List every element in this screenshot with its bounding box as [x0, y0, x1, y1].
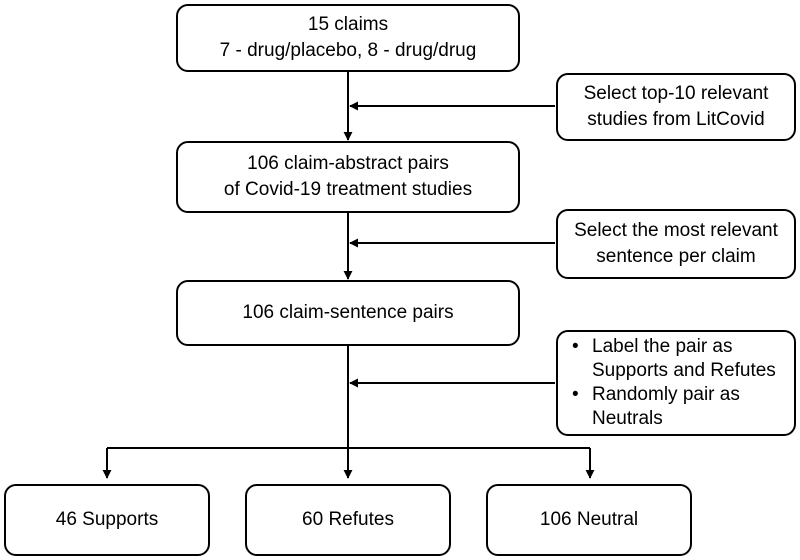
select-sentence-line2: sentence per claim — [596, 246, 756, 267]
supports-node: 46 Supports — [4, 484, 210, 556]
sentence-pairs-count: 106 claim-sentence pairs — [242, 302, 454, 323]
select-sentence-note: Select the most relevant sentence per cl… — [556, 209, 796, 279]
claims-count: 15 claims — [307, 14, 389, 35]
claim-sentence-pairs-node: 106 claim-sentence pairs — [176, 280, 520, 346]
select-sentence-line1: Select the most relevant — [574, 220, 778, 241]
claims-node: 15 claims 7 - drug/placebo, 8 - drug/dru… — [176, 4, 520, 72]
random-pair-line1: Randomly pair as — [592, 384, 740, 405]
claim-abstract-pairs-node: 106 claim-abstract pairs of Covid-19 tre… — [176, 141, 520, 213]
refutes-label: 60 Refutes — [302, 509, 394, 530]
abstract-pairs-desc: of Covid-19 treatment studies — [223, 179, 473, 200]
labeling-list: Label the pair as Supports and Refutes R… — [558, 335, 776, 431]
labeling-item-label: Label the pair as Supports and Refutes — [572, 335, 776, 383]
neutral-label: 106 Neutral — [539, 509, 639, 530]
supports-label: 46 Supports — [55, 509, 159, 530]
select-studies-line1: Select top-10 relevant — [583, 83, 769, 104]
random-pair-line2: Neutrals — [592, 408, 663, 429]
label-pair-line1: Label the pair as — [592, 336, 733, 357]
claims-breakdown: 7 - drug/placebo, 8 - drug/drug — [219, 40, 477, 61]
labeling-note: Label the pair as Supports and Refutes R… — [556, 330, 796, 436]
abstract-pairs-count: 106 claim-abstract pairs — [247, 153, 449, 174]
neutral-node: 106 Neutral — [486, 484, 692, 556]
label-pair-line2: Supports and Refutes — [592, 360, 776, 381]
refutes-node: 60 Refutes — [245, 484, 451, 556]
select-studies-note: Select top-10 relevant studies from LitC… — [556, 73, 796, 141]
select-studies-line2: studies from LitCovid — [587, 109, 765, 130]
labeling-item-random: Randomly pair as Neutrals — [572, 383, 776, 431]
